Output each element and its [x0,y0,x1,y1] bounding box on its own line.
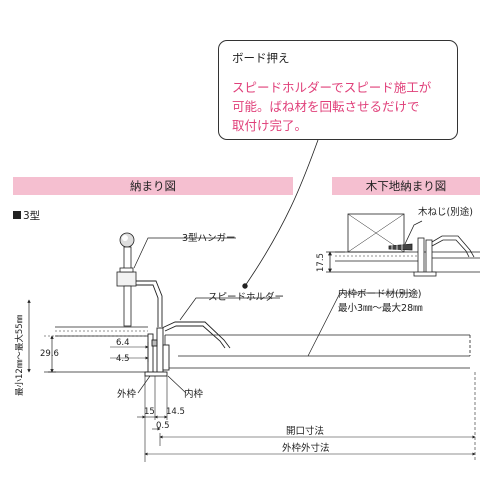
banner-wood: 木下地納まり図 [332,177,480,195]
callout-line-2: 可能。ばね材を回転させるだけで [232,99,420,114]
square-bullet-icon [13,211,21,219]
callout-line-3: 取付け完了。 [232,118,308,133]
board-thickness-label: 最小3㎜～最大28㎜ [338,302,423,314]
dim-6-4: 6.4 [116,338,130,348]
bottom-dims [137,376,168,462]
dim-14-5: 14.5 [166,407,185,417]
type-label: 3型 [13,208,40,223]
wood-screw-label: 木ねじ(別途) [418,206,473,218]
main-section-drawing [48,326,471,373]
callout-title: ボード押え [232,51,290,65]
inner-frame-label: 内枠 [184,388,204,400]
outer-dim-label: 外枠外寸法 [282,442,330,454]
dim-29-6: 29.6 [40,349,59,359]
dim-4-5: 4.5 [116,354,130,364]
callout-pointer [242,139,319,289]
hanger-bracket [136,280,163,327]
dim-17-5: 17.5 [316,253,326,272]
wood-screw [388,220,423,251]
banner-main: 納まり図 [13,177,293,195]
speed-holder-label: スピードホルダー [208,291,284,303]
opening-dim-label: 開口寸法 [286,425,324,437]
opening-dim-line [144,372,476,462]
horizontal-small-dims [110,342,149,362]
outer-frame-label: 外枠 [117,388,137,400]
speed-holder-spring [161,321,231,349]
hanger-label: 3型ハンガー [182,233,236,244]
inner-board-label: 内枠ボード材(別途) [338,288,421,300]
vertical-dims [27,299,148,373]
callout-body: スピードホルダーでスピード施工が 可能。ばね材を回転させるだけで 取付け完了。 [232,78,452,135]
hanger-bolt [116,232,137,327]
dim-15: 15 [144,407,155,417]
leader-lines [133,237,418,394]
ceiling-range-text: 最小12㎜～最大55㎜ [14,314,25,396]
frame-profiles [144,327,170,377]
callout-line-1: スピードホルダーでスピード施工が [232,80,432,95]
dim-0-5: 0.5 [156,421,170,431]
callout-box: ボード押え スピードホルダーでスピード施工が 可能。ばね材を回転させるだけで 取… [218,40,458,140]
